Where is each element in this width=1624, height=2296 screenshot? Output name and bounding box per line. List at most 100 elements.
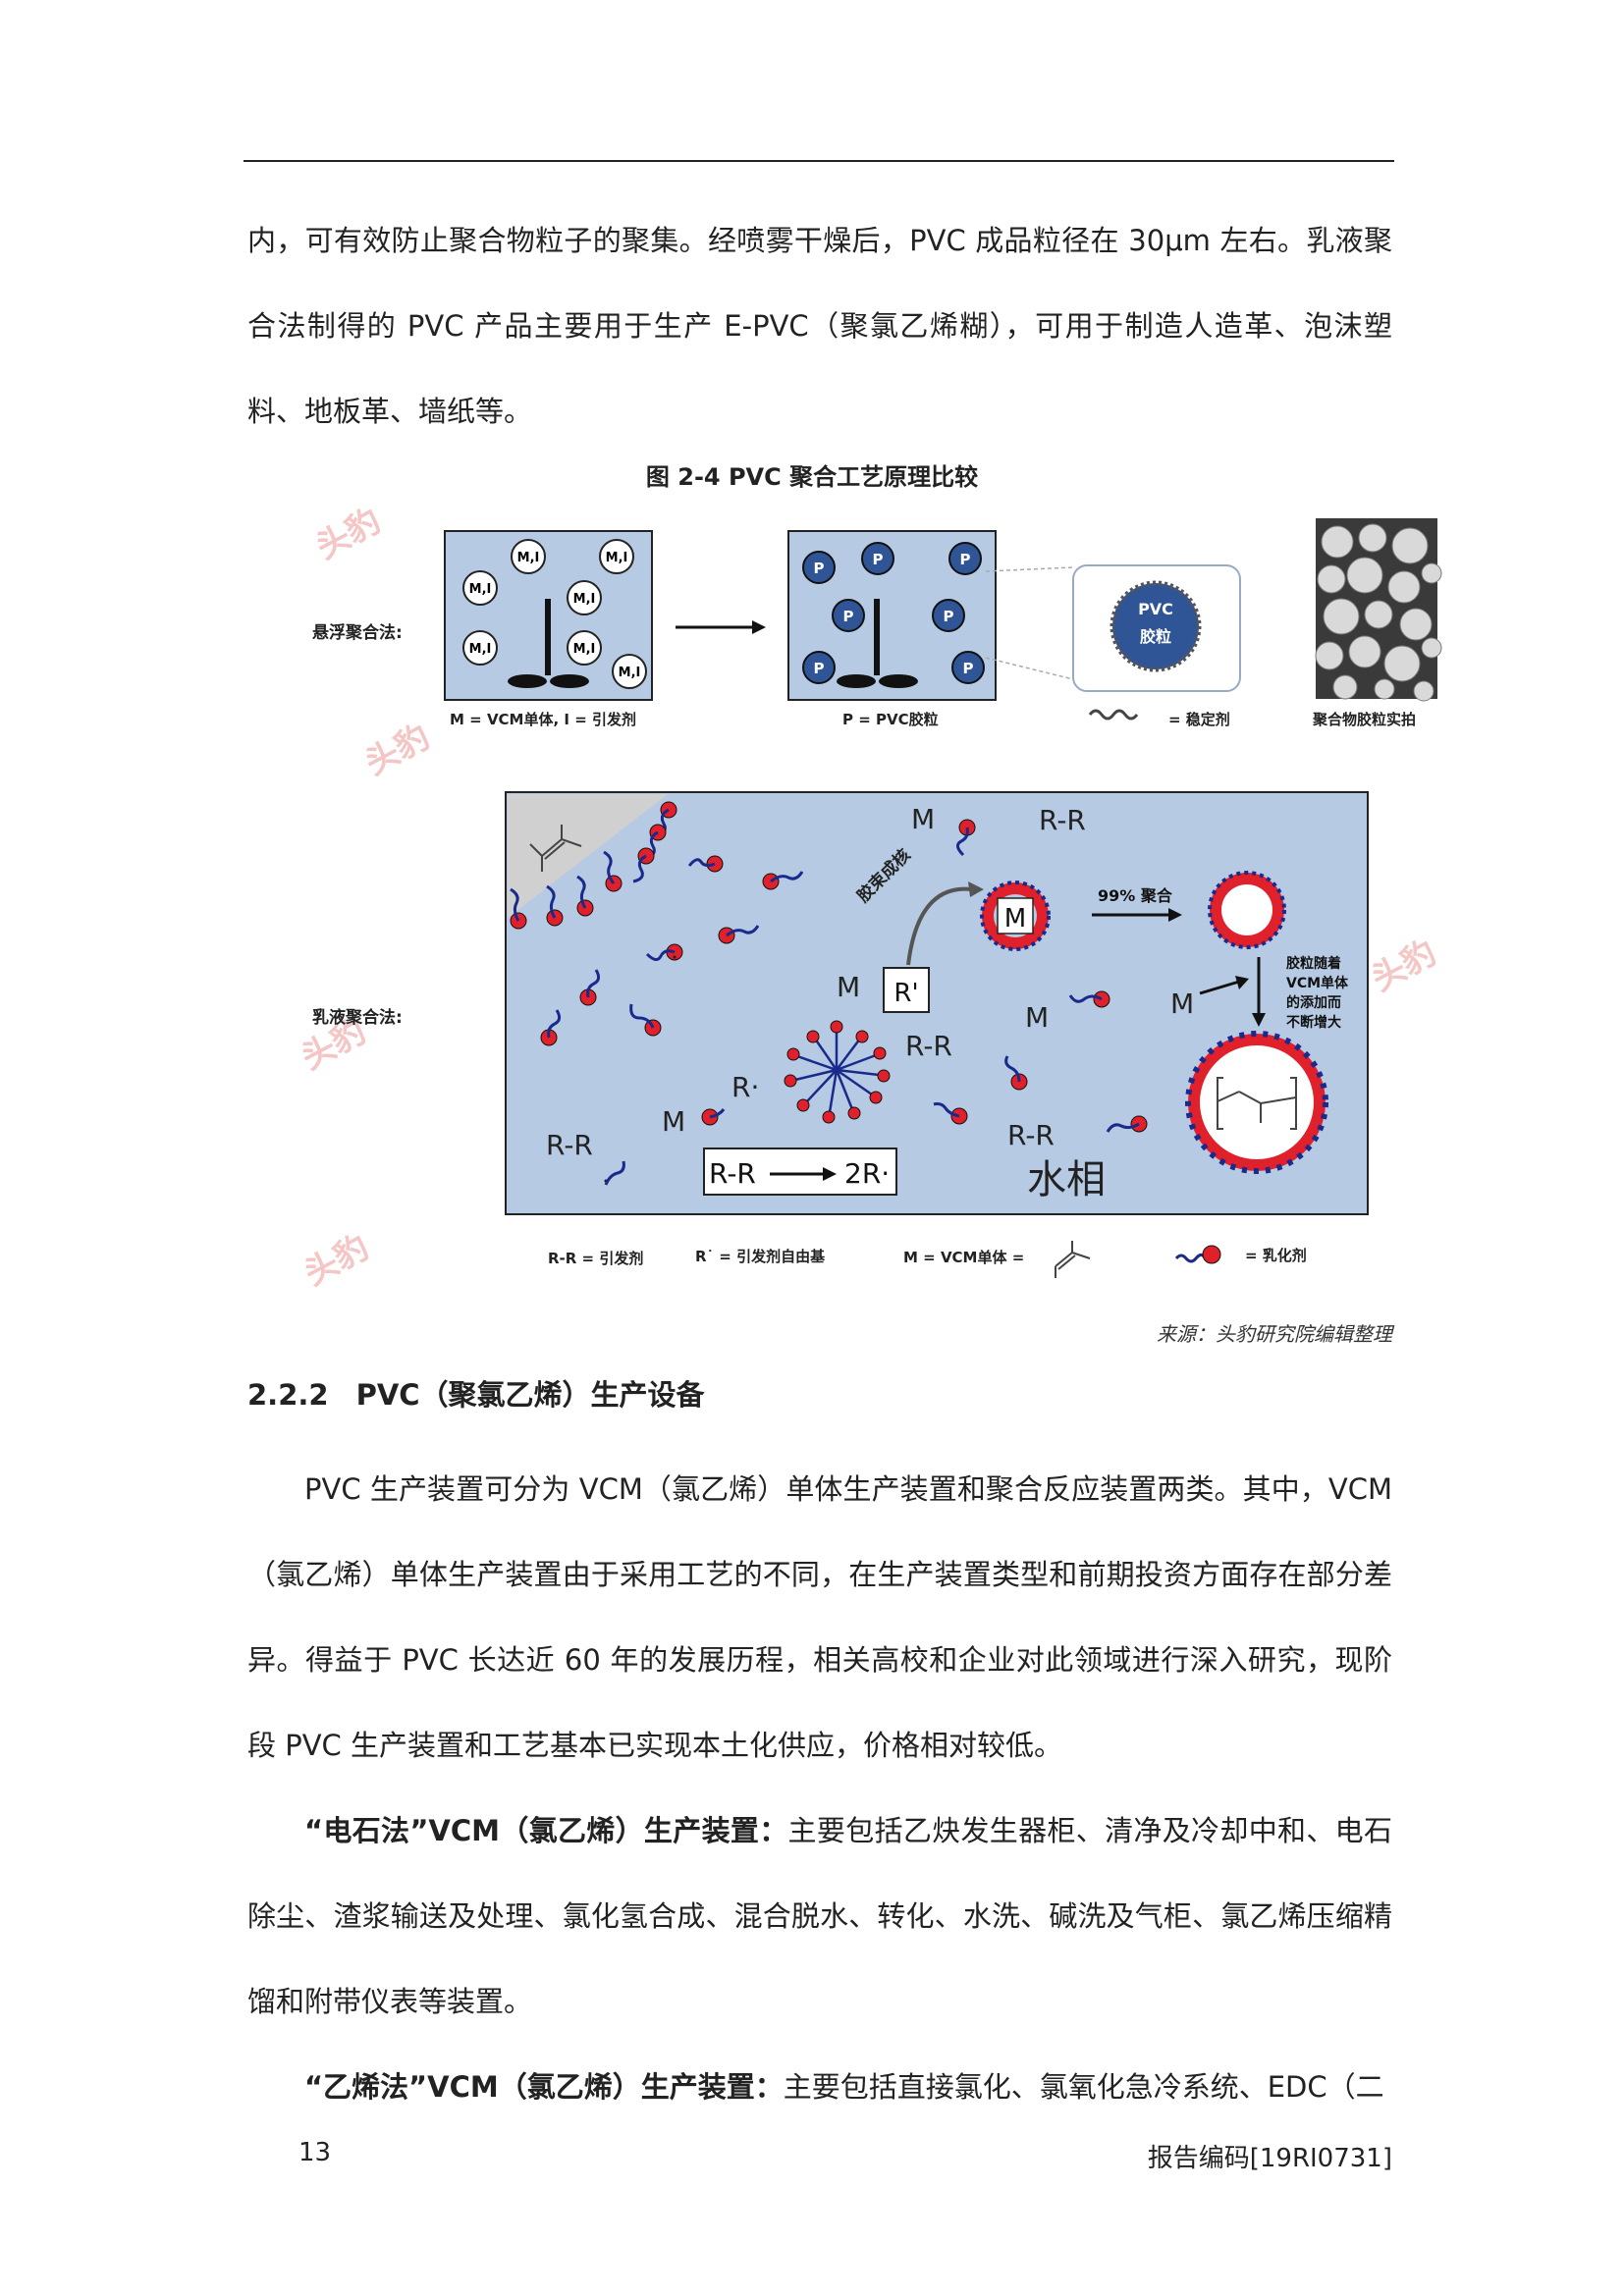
svg-text:M,I: M,I [573, 642, 596, 657]
emulsifier [579, 969, 601, 1006]
paragraph-carbide-method: “电石法”VCM（氯乙烯）生产装置：主要包括乙炔发生器柜、清净及冷却中和、电石除… [247, 1789, 1392, 2045]
section-heading: 2.2.2 PVC（聚氯乙烯）生产设备 [247, 1372, 705, 1414]
stabilizer-icon [1088, 709, 1139, 721]
stirrer-2 [837, 599, 918, 688]
radical-box-label: R' [893, 979, 918, 1008]
intro-paragraph: 内，可有效防止聚合物粒子的聚集。经喷雾干燥后，PVC 成品粒径在 30μm 左右… [247, 224, 1392, 428]
mi-particle: M,I [599, 539, 634, 574]
reaction-arrow [770, 1167, 837, 1181]
emulsifier [645, 943, 683, 961]
emulsifier [673, 955, 677, 959]
paragraph-lead: “乙烯法”VCM（氯乙烯）生产装置： [304, 2070, 784, 2104]
suspension-label: 悬浮聚合法: [312, 622, 403, 643]
svg-text:P: P [944, 608, 954, 625]
vcm-molecule-legend [1055, 1241, 1091, 1278]
reaction-reactant: R-R [709, 1157, 756, 1190]
stirrer-1 [508, 599, 589, 688]
section-number: 2.2.2 [247, 1378, 329, 1412]
svg-text:P: P [873, 551, 884, 568]
pvc-particle: P [832, 599, 865, 632]
paragraph-equipment: PVC 生产装置可分为 VCM（氯乙烯）单体生产装置和聚合反应装置两类。其中，V… [247, 1472, 1392, 1762]
mi-particle: M,I [462, 570, 498, 606]
paragraph-body: 主要包括直接氯化、氯氧化急冷系统、EDC（二 [783, 2070, 1384, 2104]
legend-rr: R-R = 引发剂 [548, 1250, 643, 1267]
pvc-particle: P [948, 542, 982, 575]
svg-text:不断增大: 不断增大 [1286, 1014, 1341, 1031]
legend-p: P = PVC胶粒 [842, 711, 939, 728]
svg-text:M,I: M,I [469, 642, 492, 657]
emulsifier [576, 875, 594, 917]
growth-arrow [1252, 957, 1266, 1027]
emulsifier [1068, 990, 1110, 1008]
svg-text:M,I: M,I [517, 551, 540, 565]
nucleating-micelle: M [980, 881, 1051, 951]
emulsifier [510, 887, 527, 930]
svg-text:P: P [960, 551, 971, 568]
svg-text:M,I: M,I [573, 592, 596, 607]
emulsion-label: 乳液聚合法: [312, 1007, 403, 1028]
svg-text:胶粒: 胶粒 [1140, 627, 1171, 646]
svg-text:P: P [814, 560, 825, 577]
emulsifier [632, 847, 655, 883]
svg-text:M,I: M,I [606, 551, 628, 565]
pvc-particle: P [802, 651, 836, 684]
legend-emulsifier: = 乳化剂 [1245, 1247, 1307, 1264]
pvc-colloid: PVC 胶粒 [1110, 580, 1202, 672]
svg-text:的添加而: 的添加而 [1286, 994, 1341, 1011]
watermark-4: 头豹 [298, 1228, 375, 1294]
nucleation-arrow [906, 881, 984, 966]
pvc-particles: P P P P P P P [802, 542, 985, 684]
watermark-5: 头豹 [1365, 934, 1442, 999]
pvc-particle: P [951, 651, 985, 684]
m-label: M [662, 1105, 685, 1138]
legend-m: M = VCM单体 = [903, 1249, 1024, 1266]
grown-particle [1185, 1031, 1328, 1174]
header-rule [244, 160, 1394, 162]
legend-photo: 聚合物胶粒实拍 [1312, 711, 1416, 728]
vcm-molecule-small [529, 825, 582, 872]
m-label: M [1170, 988, 1194, 1020]
mi-particle: M,I [612, 654, 647, 689]
svg-text:P: P [814, 660, 825, 677]
emulsion-legend: R-R = 引发剂 R˙ = 引发剂自由基 M = VCM单体 = = 乳化剂 [548, 1247, 1307, 1267]
monomer-arrow [1199, 976, 1249, 995]
svg-text:VCM单体: VCM单体 [1286, 975, 1349, 991]
legend-radical: R˙ = 引发剂自由基 [695, 1248, 826, 1265]
svg-text:胶粒随着: 胶粒随着 [1286, 955, 1341, 972]
mi-particle: M,I [511, 539, 546, 574]
legend-mi: M = VCM单体, I = 引发剂 [450, 711, 636, 728]
reaction-product: 2R· [844, 1157, 890, 1190]
emulsifier [604, 1160, 625, 1186]
rr-label: R-R [905, 1030, 952, 1062]
rr-label: R-R [546, 1129, 593, 1161]
watermark-2: 头豹 [358, 718, 436, 783]
emulsifier [762, 871, 804, 890]
pvc-repeat-unit [1217, 1077, 1297, 1130]
svg-text:M: M [1004, 904, 1026, 934]
m-label: M [837, 971, 860, 1003]
mi-particles: M,I M,I M,I M,I M,I M,I M,I [462, 539, 647, 689]
micelle [784, 1020, 891, 1124]
emulsion-text-labels: M R-R M M M R-R R· M R-R R-R [546, 803, 1194, 1161]
legend-stabilizer: = 稳定剂 [1168, 711, 1230, 728]
emulsifier [655, 801, 677, 837]
emulsifier-molecules [510, 801, 1148, 1186]
paragraph-body: 主要包括乙炔发生器柜、清净及冷却中和、电石除尘、渣浆输送及处理、氯化氢合成、混合… [247, 1814, 1392, 2018]
pvc-particle: P [861, 542, 894, 575]
reaction-box [703, 1148, 897, 1196]
radical-label: R· [731, 1071, 759, 1103]
growing-particle-small [1208, 871, 1286, 949]
page-number: 13 [298, 2138, 332, 2167]
emulsifier [701, 1108, 726, 1126]
pvc-particle: P [932, 599, 965, 632]
source-note: 来源：头豹研究院编辑整理 [1157, 1322, 1392, 1346]
growth-note: 胶粒随着 VCM单体 的添加而 不断增大 [1286, 955, 1349, 1031]
emulsifier [540, 1009, 562, 1046]
svg-text:PVC: PVC [1138, 600, 1173, 618]
emulsifier [687, 855, 724, 873]
section-title: PVC（聚氯乙烯）生产设备 [355, 1378, 705, 1412]
mi-particle: M,I [567, 630, 602, 666]
water-phase-label: 水相 [1027, 1157, 1106, 1202]
colloid-photo [1315, 518, 1442, 702]
